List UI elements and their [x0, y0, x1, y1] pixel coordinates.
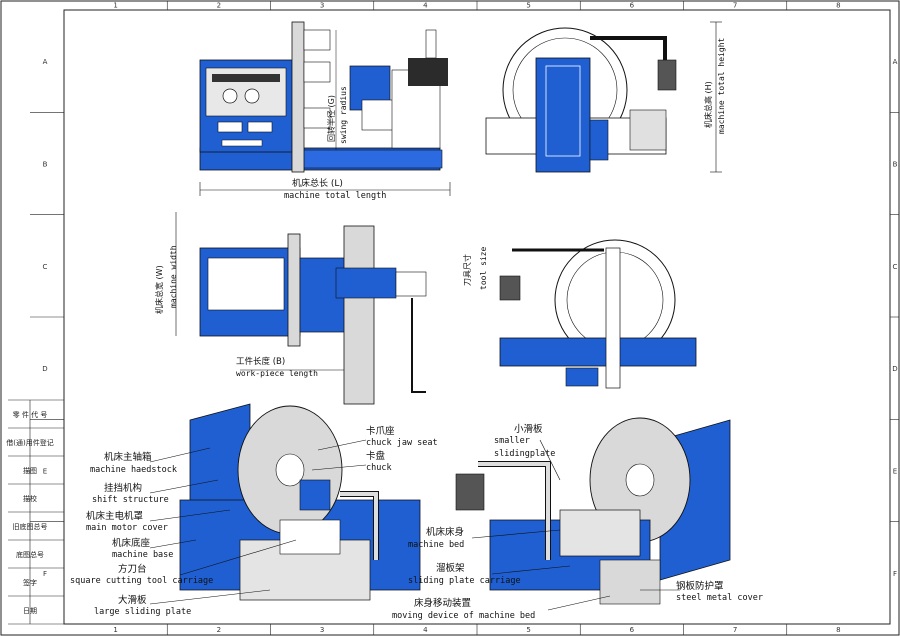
row-label: A: [893, 58, 898, 66]
label-chuck-en: chuck: [366, 463, 392, 473]
side-view: [485, 21, 722, 173]
row-label: D: [892, 365, 897, 373]
title-block-cell: 借(通)用件登记: [6, 438, 53, 447]
total-length-en: machine total length: [284, 191, 386, 201]
swing-radius-en: swing radius: [339, 86, 348, 144]
label-small-slide-cn: 小滑板: [514, 423, 543, 435]
front-view: [199, 21, 451, 196]
label-chuck-cn: 卡盘: [366, 450, 386, 462]
label-slide-carriage-cn: 溜板架: [436, 562, 465, 574]
title-block-cell: 描校: [23, 494, 37, 503]
isometric-front-view: [179, 403, 421, 601]
label-tool-carriage-cn: 方刀台: [118, 563, 147, 575]
machine-width-en: machine width: [169, 245, 178, 308]
title-block-cell: 零 件 代 号: [13, 410, 48, 419]
total-height-cn: 机床总高 (H): [703, 81, 713, 128]
label-base-cn: 机床底座: [112, 537, 151, 549]
column-label: 2: [217, 626, 221, 634]
label-headstock-en: machine haedstock: [90, 465, 177, 475]
title-block-cell: 底图总号: [16, 550, 44, 559]
label-shift-en: shift structure: [92, 495, 169, 505]
label-small-slide-en: smaller: [494, 436, 530, 446]
label-bed-cn: 机床床身: [426, 526, 464, 538]
column-label: 3: [320, 2, 324, 10]
label-base-en: machine base: [112, 550, 173, 560]
label-bed-moving-cn: 床身移动装置: [414, 597, 471, 609]
row-label: F: [43, 570, 47, 578]
column-label: 1: [113, 626, 117, 634]
work-piece-length-cn: 工件长度 (B): [236, 356, 285, 367]
total-height-en: machine total height: [717, 37, 726, 134]
machine-width-cn: 机床总宽 (W): [154, 265, 164, 314]
title-block-cell: 签字: [23, 578, 37, 587]
row-label: B: [893, 161, 898, 169]
total-length-cn: 机床总长 (L): [292, 177, 343, 189]
row-label: A: [43, 58, 48, 66]
label-large-slide-en: large sliding plate: [94, 607, 191, 617]
label-motor-cover-en: main motor cover: [86, 523, 168, 533]
label-bed-moving-en: moving device of machine bed: [392, 611, 535, 621]
column-label: 5: [526, 2, 530, 10]
column-label: 6: [630, 626, 635, 634]
column-label: 6: [630, 2, 635, 10]
swing-radius-cn: 回转半径 (G): [326, 95, 336, 142]
label-headstock-cn: 机床主轴箱: [104, 451, 152, 463]
label-steel-cover-cn: 钢板防护罩: [676, 580, 724, 592]
column-label: 3: [320, 626, 324, 634]
tool-size-cn: 刀具尺寸: [462, 254, 472, 286]
leader-lines: [149, 439, 680, 611]
work-piece-length-en: work-piece length: [236, 369, 318, 378]
row-label: C: [893, 263, 898, 271]
label-shift-cn: 挂挡机构: [104, 482, 142, 494]
title-block-cell: 描图: [23, 466, 37, 475]
column-label: 4: [423, 626, 428, 634]
label-steel-cover-en: steel metal cover: [676, 593, 763, 603]
label-jaw-seat-en: chuck jaw seat: [366, 438, 438, 448]
label-large-slide-cn: 大滑板: [118, 594, 147, 606]
rear-view: [499, 239, 697, 389]
label-slide-carriage-en: sliding plate carriage: [408, 576, 521, 586]
row-labels-right: A B C D E F: [890, 58, 899, 578]
label-bed-en: machine bed: [408, 540, 464, 550]
label-small-slide-en-2: slidingplate: [494, 449, 555, 459]
column-label: 7: [733, 626, 737, 634]
top-view: [175, 212, 427, 405]
title-block-cell: 旧底图总号: [13, 522, 48, 531]
column-label: 4: [423, 2, 428, 10]
row-label: F: [893, 570, 897, 578]
isometric-rear-view: [455, 417, 731, 605]
label-tool-carriage-en: square cutting tool carriage: [70, 576, 213, 586]
callouts-middle: 卡爪座 chuck jaw seat 卡盘 chuck: [366, 425, 438, 473]
row-label: D: [42, 365, 47, 373]
callouts-left: 机床主轴箱 machine haedstock 挂挡机构 shift struc…: [70, 451, 213, 617]
column-label: 7: [733, 2, 737, 10]
callouts-right: 小滑板 smaller slidingplate 机床床身 machine be…: [392, 423, 763, 621]
row-labels-left: A B C D E F: [30, 58, 64, 578]
column-label: 8: [836, 2, 840, 10]
label-jaw-seat-cn: 卡爪座: [366, 425, 395, 437]
row-label: E: [43, 468, 47, 476]
row-label: C: [43, 263, 48, 271]
tool-size-en: tool size: [479, 246, 488, 290]
column-labels-top: 1 2 3 4 5 6 7 8: [113, 1, 841, 10]
row-label: B: [43, 161, 48, 169]
row-label: E: [893, 468, 897, 476]
title-block-cell: 日期: [23, 607, 37, 615]
column-labels-bottom: 1 2 3 4 5 6 7 8: [113, 624, 841, 635]
column-label: 8: [836, 626, 840, 634]
column-label: 1: [113, 2, 117, 10]
label-motor-cover-cn: 机床主电机罩: [86, 510, 143, 522]
column-label: 2: [217, 2, 221, 10]
column-label: 5: [526, 626, 530, 634]
